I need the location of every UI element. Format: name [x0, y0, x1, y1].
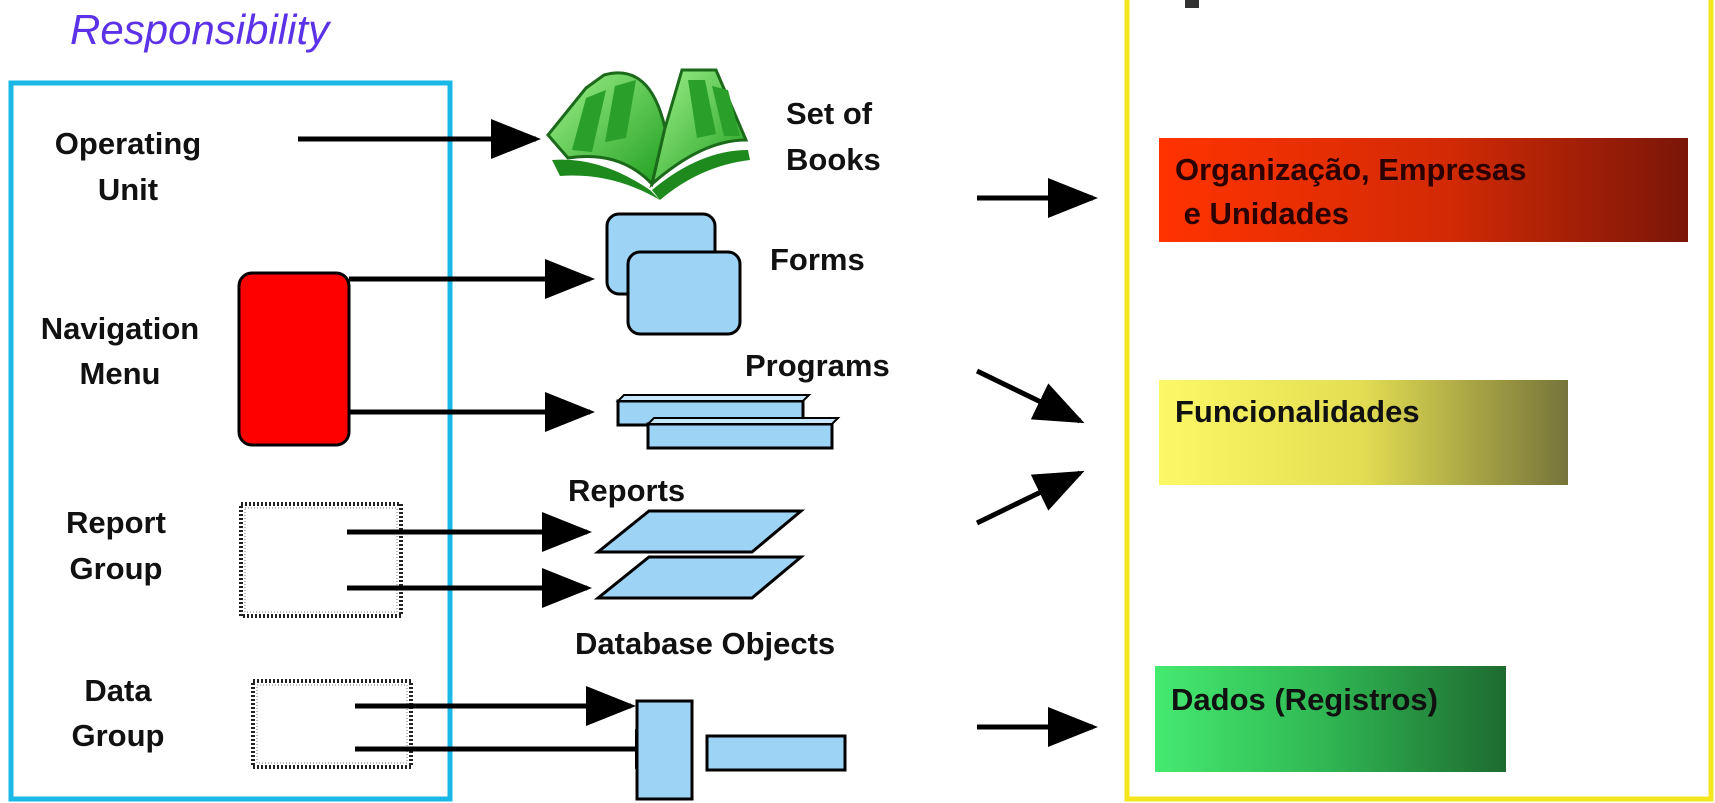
data-group-dotted-box — [251, 679, 413, 769]
reports-label: Reports — [568, 473, 685, 508]
svg-text:Group: Group — [72, 718, 165, 753]
cropped-heading-fragment — [1185, 0, 1199, 8]
mapping-arrow-reports — [975, 470, 1085, 526]
mapping-arrows — [975, 178, 1098, 747]
svg-text:Report: Report — [66, 505, 166, 540]
programs-icon — [615, 394, 841, 450]
funcionalidades-box: Funcionalidades — [1159, 380, 1568, 485]
svg-text:Dados (Registros): Dados (Registros) — [1171, 682, 1438, 717]
forms-icon — [605, 212, 742, 336]
svg-text:Operating: Operating — [55, 126, 201, 161]
svg-text:Books: Books — [786, 142, 881, 177]
svg-text:Organização, Empresas: Organização, Empresas — [1175, 152, 1527, 187]
svg-text:Unit: Unit — [98, 172, 158, 207]
reports-icon — [593, 509, 806, 600]
operating-unit-label: Operating Unit — [55, 126, 201, 207]
database-objects-icon — [635, 699, 847, 801]
svg-text:Set of: Set of — [786, 96, 873, 131]
book-icon — [546, 68, 750, 200]
forms-label: Forms — [770, 242, 865, 277]
responsibility-frame — [8, 80, 453, 802]
right-panel-frame — [1124, 0, 1714, 802]
svg-text:Funcionalidades: Funcionalidades — [1175, 394, 1420, 429]
svg-text:Menu: Menu — [80, 356, 161, 391]
left-arrows — [298, 119, 685, 769]
svg-text:Data: Data — [84, 673, 152, 708]
diagram-title: Responsibility — [70, 6, 332, 53]
set-of-books-label: Set of Books — [786, 96, 881, 177]
report-group-dotted-box — [239, 502, 403, 618]
data-group-label: Data Group — [72, 673, 165, 753]
svg-text:e Unidades: e Unidades — [1175, 196, 1349, 231]
database-objects-label: Database Objects — [575, 626, 835, 661]
programs-label: Programs — [745, 348, 890, 383]
navigation-menu-label: Navigation Menu — [41, 311, 199, 391]
svg-text:Group: Group — [70, 551, 163, 586]
dados-box: Dados (Registros) — [1155, 666, 1506, 772]
organizacao-box: Organização, Empresas e Unidades — [1159, 138, 1688, 242]
report-group-label: Report Group — [66, 505, 166, 586]
navigation-menu-block — [237, 271, 351, 447]
mapping-arrow-programs — [975, 368, 1085, 424]
svg-text:Navigation: Navigation — [41, 311, 199, 346]
